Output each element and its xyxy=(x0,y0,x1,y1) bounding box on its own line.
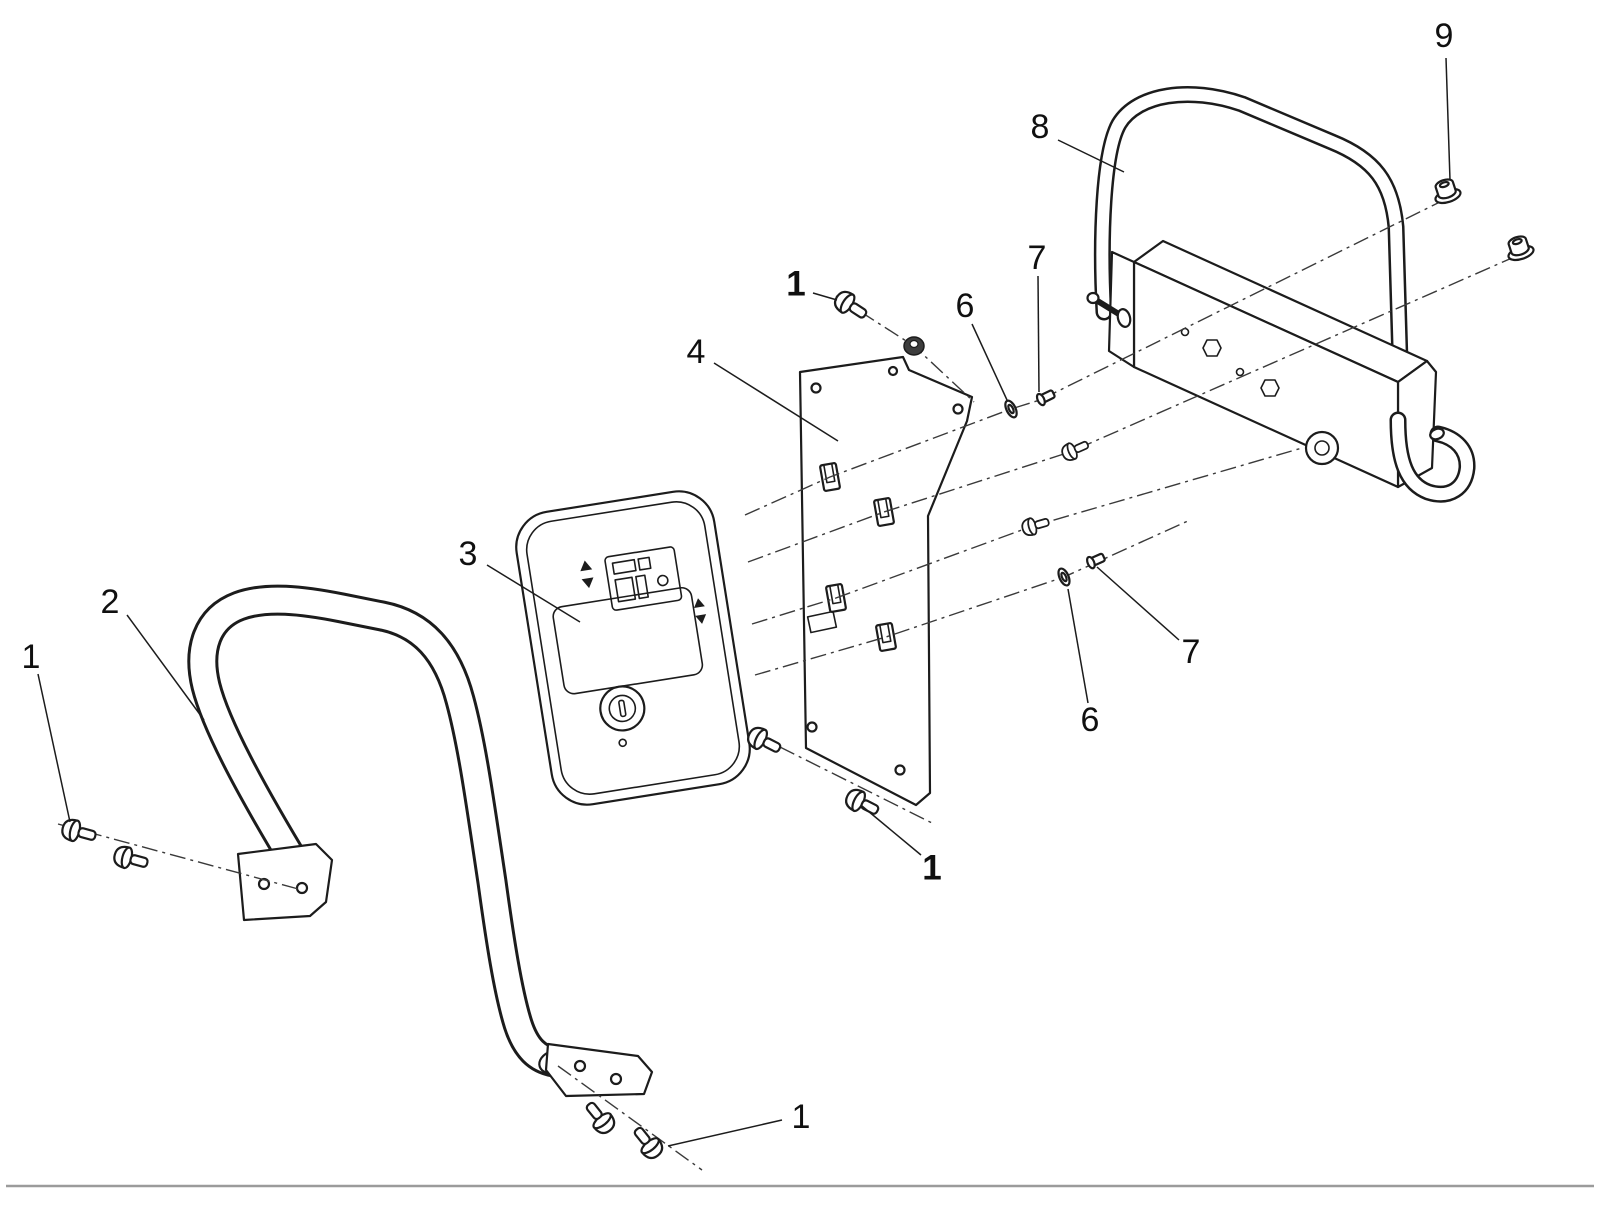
grommet-part xyxy=(903,336,925,356)
callout-label-6: 6 xyxy=(956,287,975,325)
gearbox-assembly-part xyxy=(1086,239,1438,489)
callout-label-2: 2 xyxy=(101,583,120,621)
callout-leader-7 xyxy=(1037,275,1040,393)
plate-hole xyxy=(887,365,899,377)
bolt-part-7 xyxy=(1084,550,1108,571)
plate-hole xyxy=(894,764,906,776)
loop-handle-part xyxy=(1093,86,1409,441)
callout-leader-6 xyxy=(971,323,1008,401)
plate-clip xyxy=(872,496,896,528)
screw-part-1 xyxy=(111,843,151,875)
plate-hole xyxy=(952,403,964,415)
centerlines-group xyxy=(57,197,1522,1171)
callout-layer: 9 8 1 7 6 4 3 2 1 7 6 1 1 xyxy=(22,17,1454,1147)
mounting-plate-part xyxy=(798,355,974,807)
panel-hole xyxy=(618,738,627,748)
nut-part-9 xyxy=(1502,232,1537,264)
plate-cutout xyxy=(806,610,838,634)
callout-label-6: 6 xyxy=(1081,701,1100,739)
callout-label-1: 1 xyxy=(922,849,941,888)
callout-label-7: 7 xyxy=(1028,239,1047,277)
toggle-switch xyxy=(1086,291,1132,328)
screw-part-1 xyxy=(579,1096,620,1139)
up-down-arrow-icon-left xyxy=(580,560,594,589)
nut-part-9 xyxy=(1429,175,1464,207)
callout-leader-3 xyxy=(486,564,581,623)
callout-label-1: 1 xyxy=(792,1098,811,1136)
callout-label-1: 1 xyxy=(786,265,805,304)
callout-leader-4 xyxy=(713,362,839,442)
callout-leader-9 xyxy=(1445,57,1451,181)
screw-part-1 xyxy=(841,785,884,822)
callout-leader-1 xyxy=(812,292,838,301)
callout-label-3: 3 xyxy=(459,535,478,573)
callout-leader-8 xyxy=(1057,139,1125,173)
callout-label-1: 1 xyxy=(22,638,41,676)
handlebar-bracket-left xyxy=(236,842,334,922)
callout-leader-6 xyxy=(1067,588,1089,704)
up-down-arrow-icon-right xyxy=(693,598,707,624)
callout-label-7: 7 xyxy=(1182,633,1201,671)
callout-leader-1 xyxy=(667,1119,783,1147)
washer-part-6 xyxy=(1001,397,1021,421)
screw-part xyxy=(1058,435,1092,464)
screw-part-1 xyxy=(627,1121,668,1164)
panel-label-area xyxy=(552,586,704,695)
callout-label-4: 4 xyxy=(687,333,706,371)
callout-label-8: 8 xyxy=(1031,108,1050,146)
screw-part-1 xyxy=(59,816,99,848)
screw-part-1 xyxy=(830,286,872,325)
callout-leader-2 xyxy=(126,614,205,721)
callout-leader-1 xyxy=(861,805,922,856)
plate-hole xyxy=(806,721,818,733)
screw-part xyxy=(1019,512,1052,539)
panel-display xyxy=(604,546,683,611)
panel-key-switch xyxy=(599,685,646,732)
handlebar-part xyxy=(187,584,654,1098)
plate-hole xyxy=(810,382,822,394)
washer-part-6 xyxy=(1055,565,1073,589)
loop-handle-hook xyxy=(1389,411,1476,503)
gearbox-cap xyxy=(1304,430,1340,466)
callout-leader-1 xyxy=(37,673,71,823)
plate-clip xyxy=(874,621,898,653)
handlebar-bracket-bottom xyxy=(544,1042,654,1098)
hex-hole xyxy=(1202,339,1222,357)
control-panel-part xyxy=(515,490,751,806)
hex-hole xyxy=(1260,379,1280,397)
fasteners-group xyxy=(59,175,1537,1164)
callout-label-9: 9 xyxy=(1435,17,1454,55)
callout-leader-7 xyxy=(1096,566,1180,641)
screw-part-1 xyxy=(743,723,786,760)
